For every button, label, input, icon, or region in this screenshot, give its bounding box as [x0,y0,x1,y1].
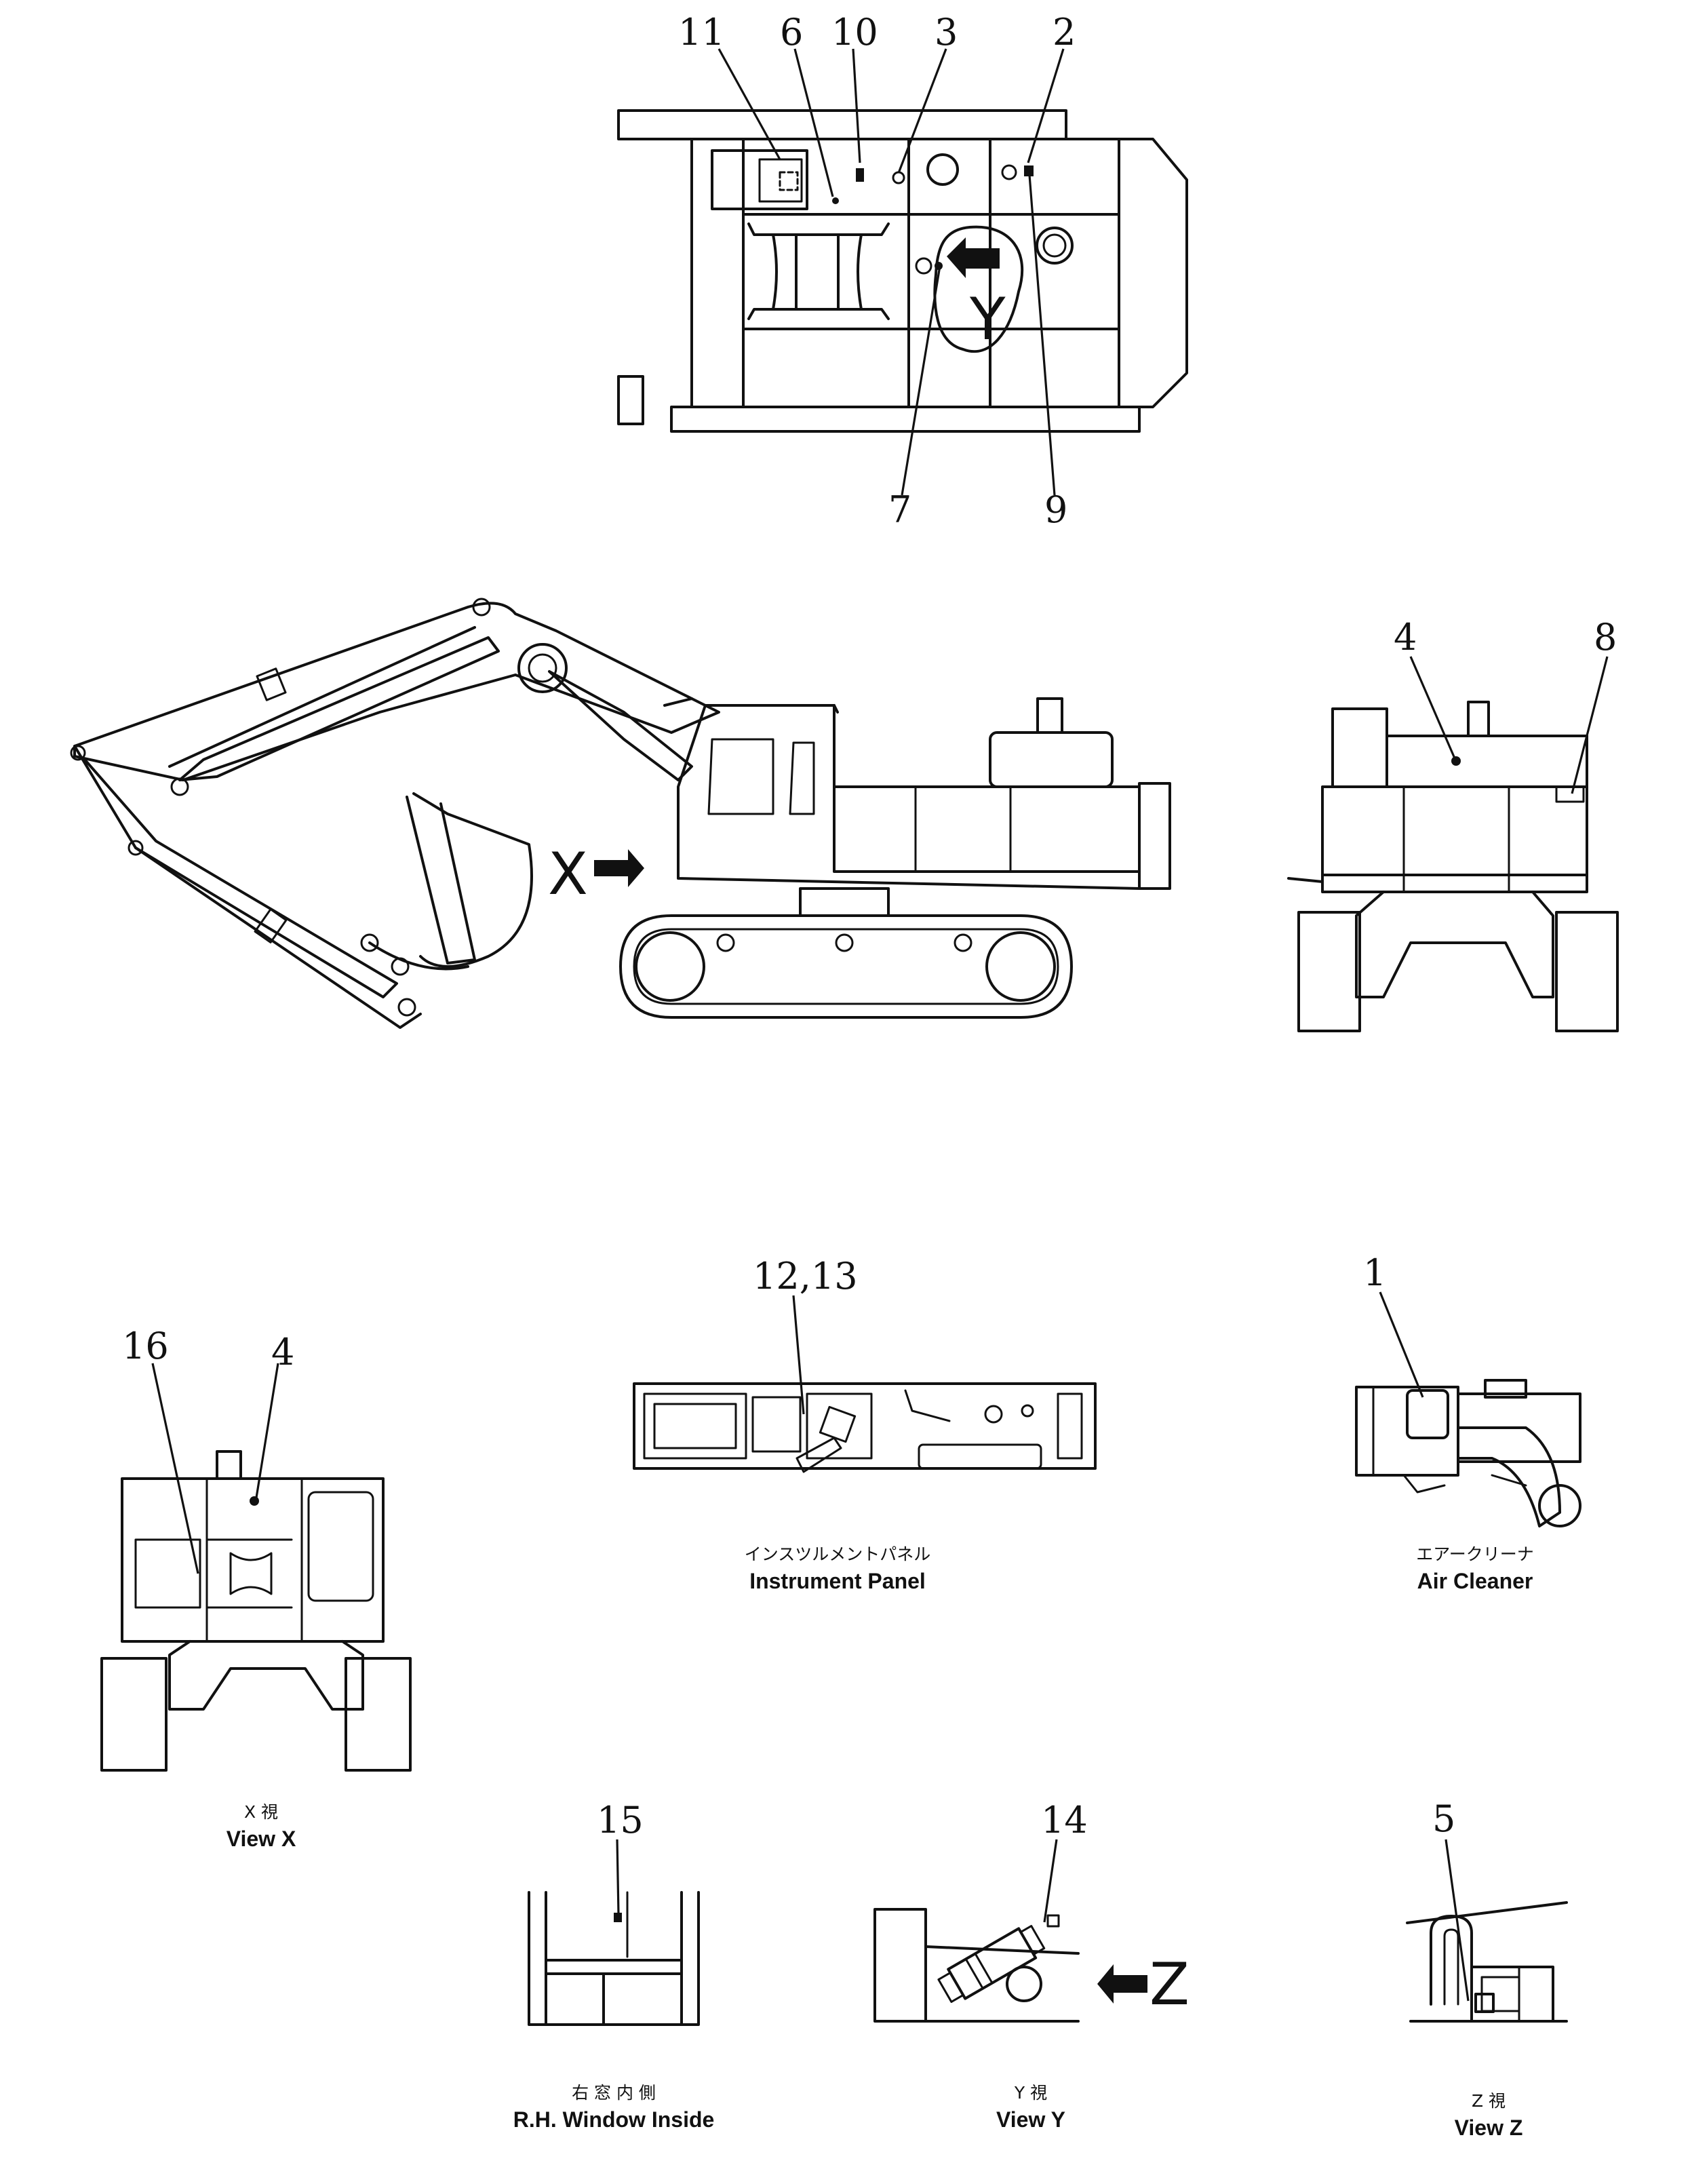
view-y-caption: View Y [996,2107,1065,2132]
solid-left-arrow-icon [1097,1964,1147,2004]
instrument-panel-caption: Instrument Panel [749,1569,926,1593]
view-x-drawing [100,1363,412,1772]
solid-right-arrow-icon [594,849,644,887]
view-y-marker: Y [969,286,1006,353]
view-z-caption: View Z [1455,2115,1523,2140]
callout-8: 8 [1594,616,1617,659]
view-y-caption-jp: Y 視 [1014,2083,1047,2103]
callout-14: 14 [1041,1799,1088,1841]
callout-11: 11 [678,11,725,54]
callout-4-top: 4 [1394,616,1417,659]
callout-12-13: 12,13 [753,1255,858,1298]
instrument-panel-drawing [633,1295,1097,1473]
callout-5: 5 [1432,1797,1455,1840]
callout-16: 16 [122,1325,169,1367]
callout-3: 3 [935,11,958,54]
view-x-caption: View X [227,1827,296,1851]
callout-9: 9 [1044,488,1067,531]
air-cleaner-caption: Air Cleaner [1417,1569,1533,1593]
callout-6: 6 [780,11,803,54]
rh-window-drawing [528,1839,700,2026]
callout-15: 15 [597,1799,644,1841]
rh-window-caption-jp: 右 窓 内 側 [572,2083,656,2103]
side-view-drawing: X [70,598,1171,1029]
callout-4-view-x: 4 [271,1331,294,1373]
air-cleaner-drawing [1355,1291,1581,1527]
view-z-marker: Z [1149,1951,1190,2019]
view-x-caption-jp: X 視 [244,1802,278,1822]
callout-10: 10 [831,11,878,54]
callout-7: 7 [888,488,911,531]
air-cleaner-caption-jp: エアークリーナ [1416,1544,1534,1564]
callout-2: 2 [1053,11,1076,54]
instrument-panel-caption-jp: インスツルメントパネル [745,1544,931,1564]
view-y-drawing: Z [873,1839,1190,2023]
view-z-drawing [1406,1839,1568,2023]
rear-view-drawing [1287,656,1619,1032]
view-x-marker: X [548,840,588,908]
top-view-drawing: Y [617,48,1188,496]
rh-window-caption: R.H. Window Inside [513,2107,715,2132]
callout-1: 1 [1363,1251,1386,1294]
view-z-caption-jp: Z 視 [1472,2091,1506,2111]
